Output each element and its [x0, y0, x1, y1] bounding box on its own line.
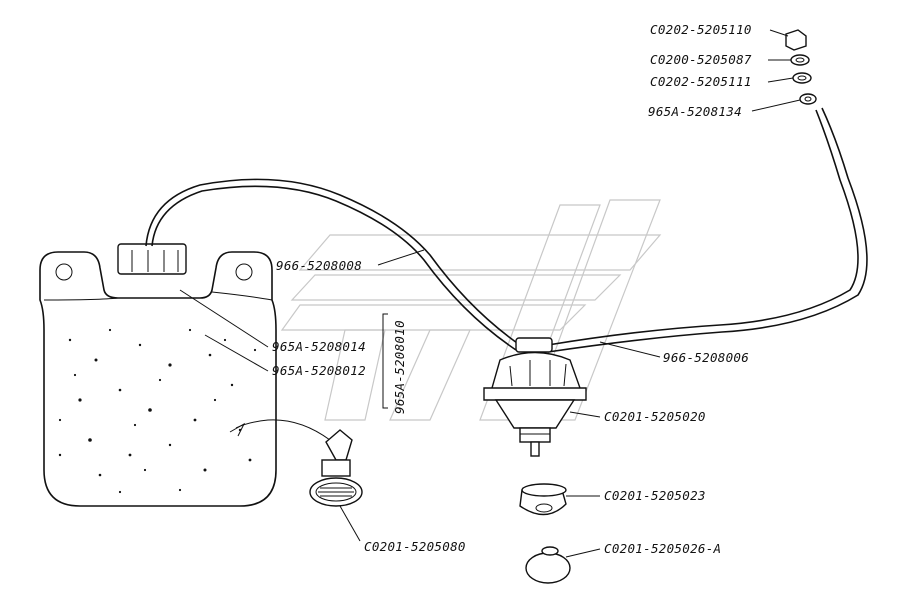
pump-cap [519, 483, 567, 516]
label-tank-part1: 965A-5208014 [272, 339, 366, 354]
leader-lines [179, 29, 801, 558]
label-pump-cap: C0201-5205023 [604, 488, 706, 503]
label-hose-right: 966-5208006 [663, 350, 749, 365]
label-pump-button: C0201-5205026-A [604, 541, 721, 556]
washer-pump [483, 337, 587, 457]
label-tank-part2: 965A-5208012 [272, 363, 366, 378]
pump-button [525, 546, 571, 584]
nozzle-parts [785, 29, 817, 105]
label-nozzle-hose-end: 965A-5208134 [648, 104, 742, 119]
label-pump: C0201-5205020 [604, 409, 706, 424]
watermark-logo [280, 199, 662, 421]
label-hose-upper: 966-5208008 [276, 258, 362, 273]
hose-upper [145, 178, 521, 351]
hose-right [547, 107, 868, 353]
label-washer-a: C0200-5205087 [650, 52, 752, 67]
label-tank-assembly: 965A-5208010 [392, 320, 407, 414]
filter-outlet [235, 419, 363, 507]
part-labels: C0202-5205110 C0200-5205087 C0202-520511… [272, 22, 752, 556]
label-filter: C0201-5205080 [364, 539, 466, 554]
reservoir-tank [39, 251, 277, 507]
label-washer-b: C0202-5205111 [650, 74, 752, 89]
tank-cap [117, 243, 187, 275]
label-cap-small: C0202-5205110 [650, 22, 752, 37]
